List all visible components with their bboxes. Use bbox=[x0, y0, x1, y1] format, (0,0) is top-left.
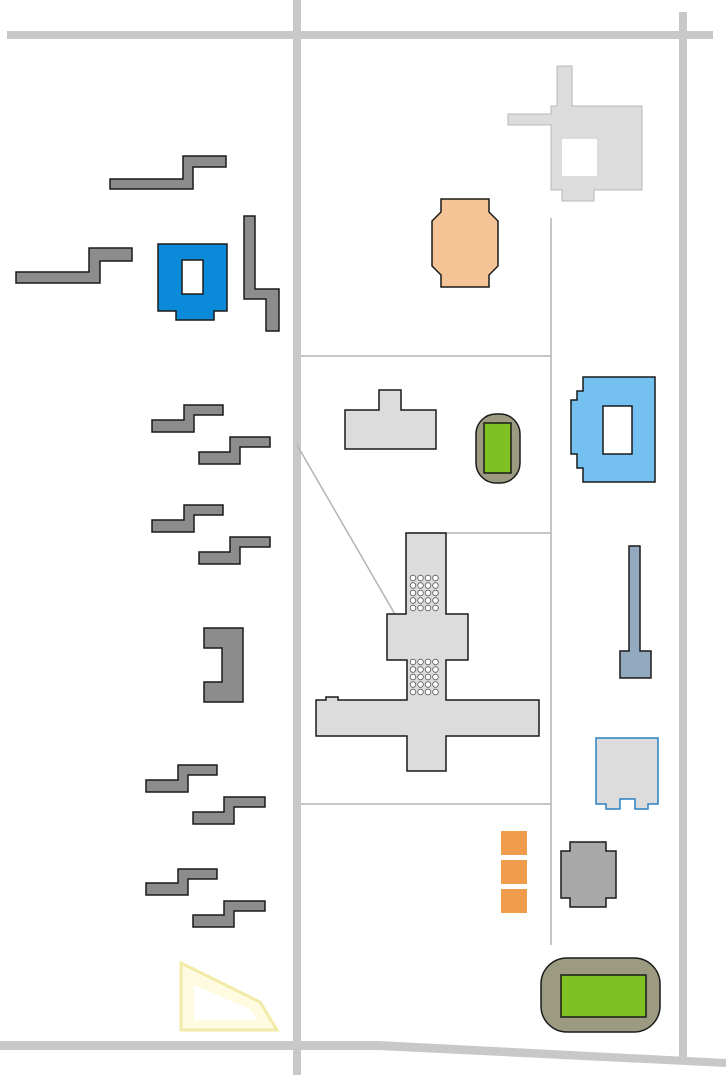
pattern-dot bbox=[432, 582, 439, 589]
pattern-dot bbox=[409, 582, 417, 589]
orange-block bbox=[501, 860, 527, 884]
road-top bbox=[7, 31, 713, 39]
orange-block bbox=[501, 831, 527, 855]
pattern-dot bbox=[432, 597, 439, 604]
residential-block bbox=[198, 536, 271, 565]
paths bbox=[296, 218, 552, 945]
residential-block bbox=[151, 404, 224, 433]
large-stadium bbox=[540, 957, 661, 1033]
residential-block bbox=[198, 436, 271, 465]
pattern-dot bbox=[432, 688, 439, 696]
blue-building-courtyard bbox=[181, 259, 204, 295]
pattern-dot bbox=[424, 604, 432, 612]
pattern-dot bbox=[424, 582, 432, 589]
pattern-dot bbox=[417, 688, 424, 696]
pattern-dot bbox=[432, 589, 439, 597]
t-shaped-building bbox=[344, 389, 437, 450]
pattern-dot bbox=[409, 673, 417, 681]
pattern-dot bbox=[409, 658, 417, 666]
pattern-dot bbox=[424, 597, 432, 604]
main-cross-building bbox=[315, 532, 540, 772]
pattern-dot bbox=[417, 681, 424, 688]
pattern-dot bbox=[409, 688, 417, 696]
small-sports-field bbox=[475, 413, 521, 484]
road-right-vertical bbox=[679, 12, 687, 1060]
pattern-dot bbox=[409, 604, 417, 612]
pattern-dot bbox=[417, 597, 424, 604]
pattern-dot bbox=[409, 666, 417, 673]
pattern-dot bbox=[417, 589, 424, 597]
grey-blue-tower bbox=[619, 545, 652, 679]
pattern-dot bbox=[424, 688, 432, 696]
pattern-dot bbox=[424, 681, 432, 688]
pattern-dot bbox=[424, 673, 432, 681]
residential-block bbox=[203, 627, 244, 703]
pattern-dot bbox=[409, 574, 417, 582]
light-blue-building-courtyard bbox=[602, 405, 633, 455]
top-right-building-courtyard bbox=[562, 139, 597, 176]
pattern-dot bbox=[432, 574, 439, 582]
road-left-vertical bbox=[293, 0, 301, 1075]
orange-block bbox=[501, 889, 527, 913]
pattern-dot bbox=[424, 574, 432, 582]
pattern-dot bbox=[432, 681, 439, 688]
pattern-dot bbox=[417, 604, 424, 612]
residential-block bbox=[109, 155, 227, 190]
residential-block bbox=[15, 247, 133, 284]
orange-blocks bbox=[501, 831, 527, 913]
pattern-dot bbox=[417, 673, 424, 681]
large-field bbox=[560, 974, 647, 1018]
triangle-plot bbox=[179, 960, 280, 1032]
residential-block bbox=[145, 764, 218, 793]
triangle-plot-inner bbox=[194, 985, 258, 1020]
pattern-dot bbox=[424, 658, 432, 666]
top-right-building-shape bbox=[507, 65, 643, 202]
pattern-dot bbox=[409, 597, 417, 604]
residential-block bbox=[192, 796, 266, 825]
main-cross-building-shape bbox=[315, 532, 540, 772]
road-bottom bbox=[0, 1041, 726, 1067]
path-diagonal bbox=[296, 444, 397, 617]
pattern-dot bbox=[432, 673, 439, 681]
pattern-dot bbox=[417, 658, 424, 666]
orange-octagon-building bbox=[431, 198, 499, 288]
pattern-dot bbox=[417, 666, 424, 673]
blue-courtyard-building bbox=[157, 243, 228, 321]
pattern-dot bbox=[424, 666, 432, 673]
residential-block bbox=[151, 504, 224, 533]
residential-blocks bbox=[15, 155, 280, 928]
small-field bbox=[483, 422, 512, 474]
pattern-dot bbox=[432, 666, 439, 673]
light-blue-building bbox=[570, 376, 656, 483]
residential-block bbox=[243, 215, 280, 332]
residential-block bbox=[192, 900, 266, 928]
residential-block bbox=[145, 868, 218, 896]
blue-outline-building bbox=[595, 737, 659, 810]
pattern-dot bbox=[432, 658, 439, 666]
top-right-building bbox=[507, 65, 643, 202]
pattern-dot bbox=[417, 574, 424, 582]
pattern-dot bbox=[409, 589, 417, 597]
dark-grey-pavilion bbox=[560, 841, 617, 908]
pattern-dot bbox=[424, 589, 432, 597]
pattern-dot bbox=[417, 582, 424, 589]
pattern-dot bbox=[432, 604, 439, 612]
dot-pattern bbox=[409, 574, 439, 696]
pattern-dot bbox=[409, 681, 417, 688]
